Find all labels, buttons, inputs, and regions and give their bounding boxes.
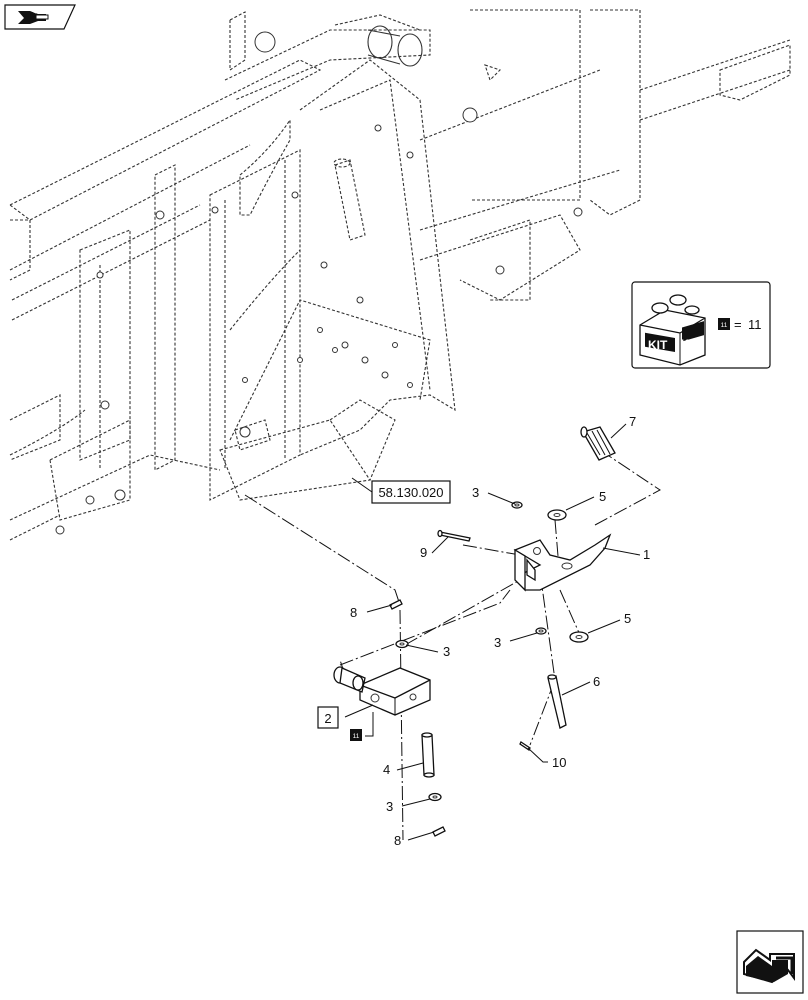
part-lever <box>513 533 612 592</box>
part-clip <box>389 599 403 610</box>
kit-label-2: KIT <box>681 338 699 350</box>
svg-text:3: 3 <box>386 799 393 814</box>
reference-label: 58.130.020 <box>378 485 443 500</box>
machine-frame <box>8 9 791 541</box>
part-clip <box>432 826 446 837</box>
callout-7[interactable]: 7 <box>610 414 636 439</box>
kit-equals: = <box>734 317 742 332</box>
part-washer <box>395 639 409 649</box>
back-arrow-icon <box>4 4 76 30</box>
svg-text:11: 11 <box>353 733 360 740</box>
callout-4[interactable]: 4 <box>383 762 424 777</box>
section-reference[interactable]: 58.130.020 <box>351 477 451 504</box>
svg-text:10: 10 <box>552 755 566 770</box>
part-washer <box>569 631 589 643</box>
part-pin-short <box>421 732 435 778</box>
svg-text:11: 11 <box>721 322 728 329</box>
callout-3[interactable]: 3 <box>405 644 450 659</box>
callout-2[interactable]: 2 <box>317 704 374 729</box>
assembly-lines <box>244 449 661 841</box>
part-washer <box>535 627 547 635</box>
svg-text:3: 3 <box>472 485 479 500</box>
svg-text:4: 4 <box>383 762 390 777</box>
callout-5[interactable]: 5 <box>565 489 606 511</box>
svg-text:9: 9 <box>420 545 427 560</box>
kit-label-1: KIT <box>648 338 668 352</box>
forward-arrow-icon <box>736 930 804 994</box>
callout-8[interactable]: 8 <box>394 831 435 848</box>
svg-text:8: 8 <box>394 833 401 848</box>
part-washer <box>428 792 442 802</box>
part-washer <box>547 509 567 521</box>
previous-page-button[interactable] <box>4 4 76 30</box>
svg-text:3: 3 <box>443 644 450 659</box>
callout-9[interactable]: 9 <box>420 536 449 560</box>
part-spring <box>580 426 616 461</box>
callout-10[interactable]: 10 <box>527 747 566 770</box>
svg-text:2: 2 <box>324 711 331 726</box>
svg-text:5: 5 <box>624 611 631 626</box>
callout-3[interactable]: 3 <box>494 632 538 650</box>
callout-3[interactable]: 3 <box>386 798 431 814</box>
next-page-button[interactable] <box>736 930 804 994</box>
part-cotter <box>519 741 531 751</box>
svg-text:7: 7 <box>629 414 636 429</box>
callout-5[interactable]: 5 <box>587 611 631 634</box>
callout-6[interactable]: 6 <box>561 674 600 696</box>
part-pin-long <box>547 674 567 729</box>
svg-text:1: 1 <box>643 547 650 562</box>
kit-legend: KIT KIT 11 = 11 <box>631 281 771 369</box>
callout-kit-badge[interactable]: 11 <box>350 712 374 741</box>
kit-badge <box>718 318 730 330</box>
svg-text:8: 8 <box>350 605 357 620</box>
part-block <box>333 666 431 716</box>
callout-3[interactable]: 3 <box>472 485 516 505</box>
svg-text:5: 5 <box>599 489 606 504</box>
callout-8[interactable]: 8 <box>350 604 393 620</box>
part-pin <box>437 529 471 542</box>
svg-text:6: 6 <box>593 674 600 689</box>
kit-qty: 11 <box>748 317 762 332</box>
svg-text:3: 3 <box>494 635 501 650</box>
callout-1[interactable]: 1 <box>602 547 650 562</box>
